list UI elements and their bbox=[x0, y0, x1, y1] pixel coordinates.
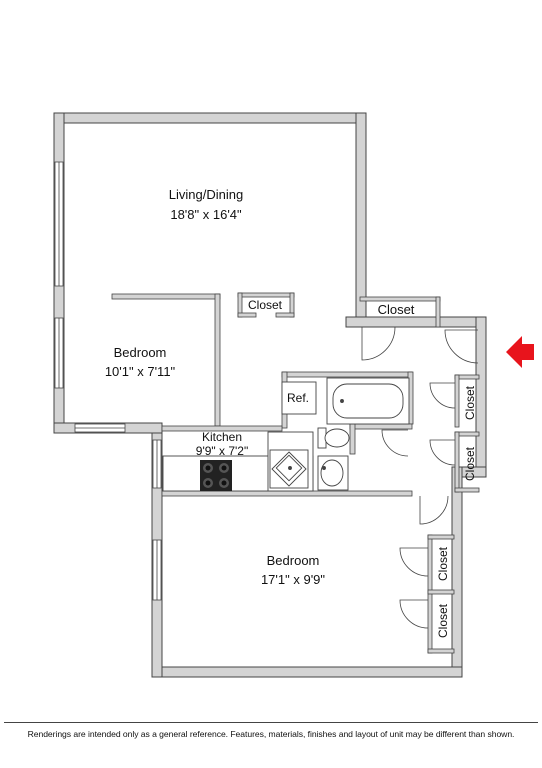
closet-hall-2-label: Closet bbox=[463, 446, 477, 481]
refrigerator bbox=[281, 381, 317, 415]
closet-entry-label: Closet bbox=[378, 302, 415, 317]
door-swings bbox=[361, 326, 479, 629]
closet-bed-2-label: Closet bbox=[436, 603, 450, 638]
kitchen-label: Kitchen bbox=[202, 430, 242, 444]
kitchen-sink bbox=[269, 449, 309, 489]
living-dining-dims: 18'8" x 16'4" bbox=[170, 207, 242, 222]
bath-sink bbox=[317, 455, 349, 491]
closet-hall-1-label: Closet bbox=[463, 385, 477, 420]
refrigerator-label: Ref. bbox=[287, 391, 309, 405]
bedroom-small-dims: 10'1" x 7'11" bbox=[105, 364, 176, 379]
stove bbox=[200, 460, 232, 491]
bathtub bbox=[326, 377, 410, 425]
windows bbox=[54, 161, 162, 601]
bedroom-large-dims: 17'1" x 9'9" bbox=[261, 572, 325, 587]
closet-bed-1-label: Closet bbox=[436, 546, 450, 581]
living-dining-label: Living/Dining bbox=[169, 187, 243, 202]
bedroom-small-label: Bedroom bbox=[114, 345, 167, 360]
toilet bbox=[317, 427, 350, 449]
disclaimer-text: Renderings are intended only as a genera… bbox=[27, 729, 515, 739]
exterior-walls bbox=[53, 112, 487, 678]
floor-plan: Living/Dining 18'8" x 16'4" Bedroom 10'1… bbox=[53, 112, 534, 678]
footer-divider bbox=[4, 722, 538, 723]
entry-arrow-icon bbox=[506, 336, 534, 368]
interior-walls bbox=[111, 292, 480, 654]
closet-living-label: Closet bbox=[248, 298, 283, 312]
bedroom-large-label: Bedroom bbox=[267, 553, 320, 568]
kitchen-dims: 9'9" x 7'2" bbox=[196, 444, 248, 458]
